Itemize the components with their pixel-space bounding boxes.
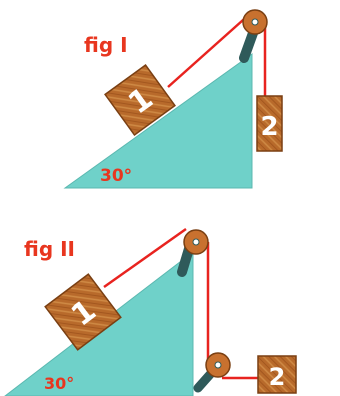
block-1: 1: [104, 64, 176, 136]
pulley-icon: [183, 229, 209, 255]
block-2-label: 2: [269, 363, 286, 391]
block-1: 1: [44, 273, 122, 351]
rope-1a: [167, 11, 253, 88]
incline-1: [63, 53, 253, 189]
figure-1-title: fig I: [84, 33, 128, 57]
figure-2: fig II 1 2 30: [4, 227, 297, 396]
figure-2-title: fig II: [24, 237, 75, 261]
block-2: 2: [257, 355, 297, 394]
angle-label-2: 30°: [44, 374, 74, 393]
block-2: 2: [256, 95, 283, 152]
block-2-label: 2: [260, 112, 278, 142]
pulley-icon: [205, 352, 231, 378]
figure-1: fig I 1 2 30°: [63, 9, 283, 189]
pulley-icon: [242, 9, 268, 35]
angle-label-1: 30°: [100, 166, 132, 186]
rope-2a: [103, 227, 187, 289]
